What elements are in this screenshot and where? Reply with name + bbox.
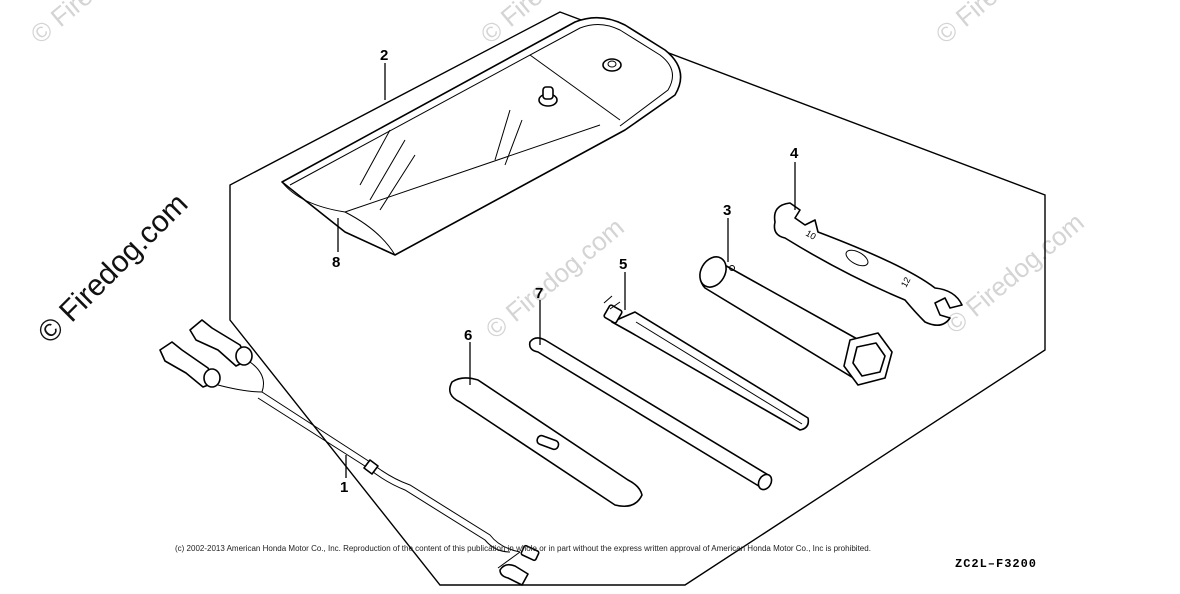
callout-8: 8: [332, 254, 340, 271]
tool-bag: [281, 16, 682, 256]
callout-2: 2: [380, 47, 388, 64]
copyright-notice: (c) 2002-2013 American Honda Motor Co., …: [175, 544, 871, 553]
watermark-right: © Firedog.com: [940, 207, 1090, 340]
wrench-mark-left: 10: [804, 228, 818, 242]
extension-bar: [528, 337, 773, 491]
callout-7: 7: [535, 285, 543, 302]
callout-3: 3: [723, 202, 731, 219]
wrench-10x12: 10 12: [773, 202, 963, 326]
callout-6: 6: [464, 327, 472, 344]
kit-outline-frame: [229, 11, 1046, 586]
watermark-center: © Firedog.com: [480, 212, 630, 345]
watermark-left-bold: © Firedog.com: [32, 187, 195, 350]
leader-lines: [337, 63, 796, 478]
wrench-mark-right: 12: [899, 275, 913, 289]
watermark-top-left: © Firedog.com: [25, 0, 175, 50]
callout-5: 5: [619, 256, 627, 273]
callouts: 1 2 3 4 5 6 7 8: [332, 47, 799, 496]
screwdriver: [603, 295, 810, 431]
callout-4: 4: [790, 145, 799, 162]
charging-cable: [159, 319, 540, 586]
watermark-top-right: © Firedog.com: [930, 0, 1080, 50]
box-spanner: [699, 256, 893, 386]
diagram-code: ZC2L–F3200: [955, 557, 1038, 571]
callout-1: 1: [340, 479, 348, 496]
